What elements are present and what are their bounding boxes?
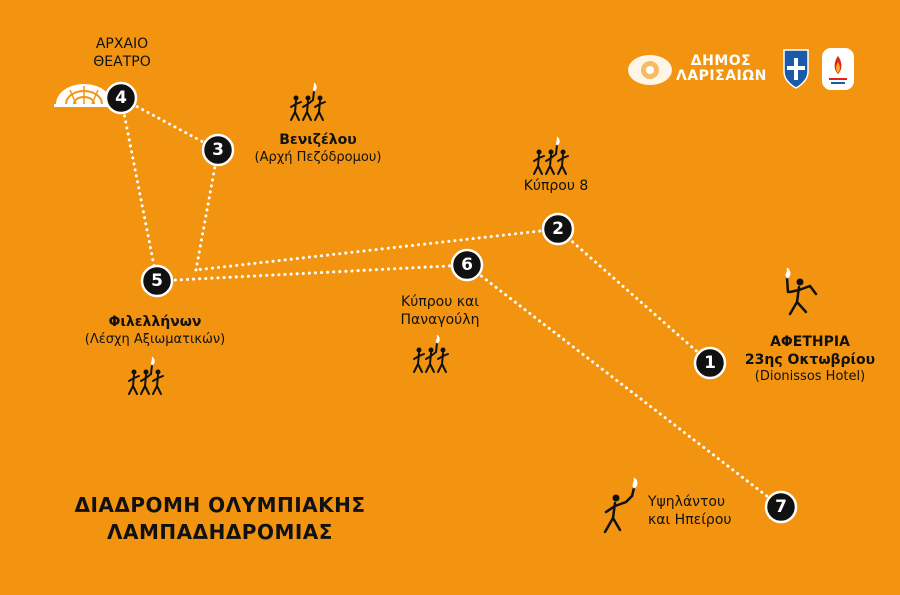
svg-text:1: 1 [704, 353, 716, 373]
stop-name-line2: 23ης Οκτωβρίου [744, 351, 876, 368]
stop-name: Υψηλάντου [648, 494, 726, 510]
svg-text:6: 6 [461, 255, 473, 275]
torch-relay-group-icon [128, 356, 164, 395]
stop-name: ΑΦΕΤΗΡΙΑ [770, 334, 850, 350]
stop-name: Κύπρου και [401, 294, 479, 310]
svg-text:5: 5 [151, 271, 163, 291]
stop-marker-5[interactable]: 5 [140, 264, 174, 298]
hellenic-olympic-committee-icon [783, 49, 809, 89]
stop-name-line2: ΘΕΑΤΡΟ [93, 53, 151, 70]
stop-marker-7[interactable]: 7 [764, 490, 798, 524]
stop-marker-3[interactable]: 3 [201, 133, 235, 167]
stop-name: Κύπρου 8 [523, 178, 589, 194]
map-title: ΔΙΑΔΡΟΜΗ ΟΛΥΜΠΙΑΚΗΣ ΛΑΜΠΑΔΗΔΡΟΜΙΑΣ [60, 492, 380, 546]
stop-label-1: ΑΦΕΤΗΡΙΑ 23ης Οκτωβρίου (Dionissos Hotel… [740, 334, 880, 385]
torch-relay-group-icon [290, 82, 326, 121]
stop-label-5: Φιλελλήνων (Λέσχη Αξιωματικών) [80, 314, 230, 348]
svg-text:2: 2 [552, 219, 564, 239]
stop-label-7: Υψηλάντου και Ηπείρου [648, 494, 738, 529]
municipality-name: ΔΗΜΟΣ ΛΑΡΙΣΑΙΩΝ [676, 53, 767, 85]
torchbearer-icon [785, 267, 818, 316]
stop-label-2: Κύπρου 8 [506, 178, 606, 196]
stop-marker-1[interactable]: 1 [693, 346, 727, 380]
olympic-flame-emblem-icon [822, 48, 854, 90]
stop-note: (Αρχή Πεζόδρομου) [254, 149, 382, 165]
svg-text:7: 7 [775, 497, 787, 517]
route-segment-5-6 [155, 263, 469, 283]
stop-marker-4[interactable]: 4 [104, 81, 138, 115]
stop-label-3: Βενιζέλου (Αρχή Πεζόδρομου) [248, 132, 388, 166]
route-segment-3-4 [119, 96, 220, 152]
theatre-icon [54, 84, 114, 107]
stop-name-line2: και Ηπείρου [648, 511, 732, 528]
stop-marker-2[interactable]: 2 [541, 212, 575, 246]
stop-note: (Dionissos Hotel) [754, 369, 866, 384]
stop-note: (Λέσχη Αξιωματικών) [84, 331, 226, 347]
map-title-line2: ΛΑΜΠΑΔΗΔΡΟΜΙΑΣ [107, 520, 333, 544]
stop-name: Φιλελλήνων [108, 314, 202, 330]
torch-relay-group-icon [413, 334, 449, 373]
stop-name: Βενιζέλου [279, 132, 357, 148]
stop-label-6: Κύπρου και Παναγούλη [385, 294, 495, 329]
map-title-line1: ΔΙΑΔΡΟΜΗ ΟΛΥΜΠΙΑΚΗΣ [74, 493, 366, 517]
stop-label-4: ΑΡΧΑΙΟ ΘΕΑΤΡΟ [72, 36, 172, 71]
route-segment-5-3 [194, 148, 220, 272]
route-segment-6-7 [465, 263, 783, 509]
route-segment-2-5 [194, 227, 560, 272]
stop-name: ΑΡΧΑΙΟ [95, 36, 149, 52]
route-path [119, 96, 783, 509]
route-segment-1-2 [556, 227, 712, 365]
svg-text:4: 4 [115, 88, 127, 108]
torchbearer-icon [603, 477, 638, 534]
stop-marker-6[interactable]: 6 [450, 248, 484, 282]
municipality-seal-icon [628, 55, 672, 85]
stop-name-line2: Παναγούλη [400, 311, 480, 328]
svg-text:3: 3 [212, 140, 224, 160]
torch-relay-group-icon [533, 136, 569, 175]
route-segment-4-5 [119, 96, 159, 283]
